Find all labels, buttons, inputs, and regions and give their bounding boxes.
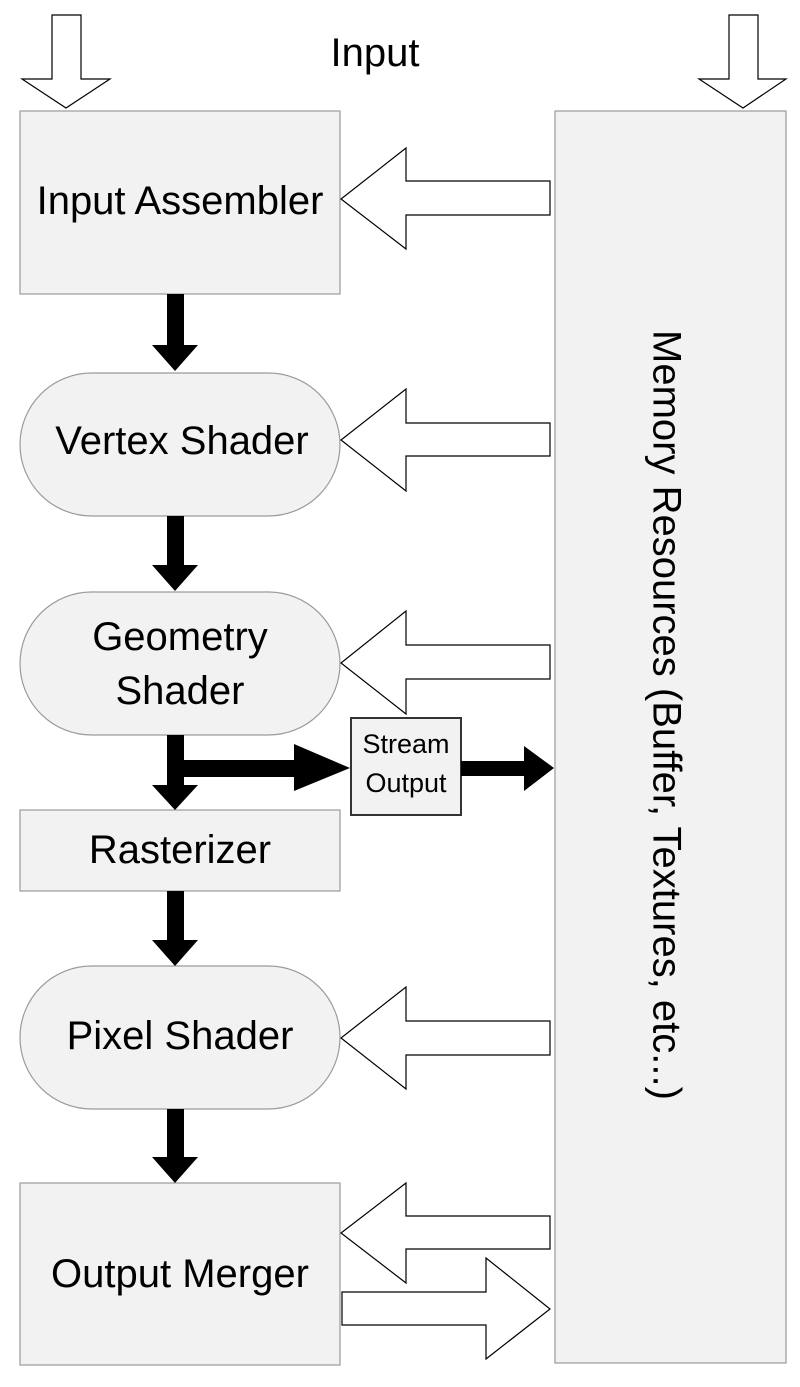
geometry-shader-box bbox=[19, 591, 341, 736]
arrow-stream-output-to-memory-icon bbox=[461, 746, 554, 791]
memory-resources-panel bbox=[554, 110, 787, 1364]
stream-output-label-line2: Output bbox=[365, 768, 447, 798]
pixel-shader-label: Pixel Shader bbox=[67, 1014, 294, 1058]
arrow-memory-to-vertex-shader-icon bbox=[340, 387, 551, 493]
input-label: Input bbox=[331, 31, 420, 75]
arrow-down-raster-to-ps-icon bbox=[152, 891, 198, 966]
output-merger-box bbox=[19, 1182, 341, 1366]
arrow-down-ps-to-om-icon bbox=[152, 1109, 198, 1183]
stream-output-box bbox=[350, 717, 462, 816]
geometry-shader-label-line2: Shader bbox=[116, 669, 245, 713]
arrow-gs-to-stream-output-icon bbox=[176, 744, 350, 791]
vertex-shader-label: Vertex Shader bbox=[55, 419, 309, 463]
input-arrow-right-icon bbox=[696, 14, 788, 109]
arrow-output-merger-to-memory-icon bbox=[341, 1256, 551, 1361]
rasterizer-box bbox=[19, 809, 341, 892]
input-arrow-left-icon bbox=[19, 14, 113, 109]
geometry-shader-label-line1: Geometry bbox=[92, 615, 268, 659]
arrow-memory-to-output-merger-icon bbox=[340, 1181, 551, 1285]
arrow-memory-to-pixel-shader-icon bbox=[340, 985, 551, 1091]
arrow-down-gs-to-raster-icon bbox=[152, 735, 198, 810]
input-assembler-box bbox=[19, 110, 341, 295]
output-merger-label: Output Merger bbox=[51, 1252, 309, 1296]
arrow-memory-to-input-assembler-icon bbox=[340, 146, 551, 251]
arrow-memory-to-geometry-shader-icon bbox=[340, 609, 551, 716]
stream-output-label-line1: Stream bbox=[362, 729, 449, 759]
memory-resources-label: Memory Resources (Buffer, Textures, etc.… bbox=[644, 330, 688, 1100]
arrow-down-ia-to-vs-icon bbox=[152, 294, 198, 371]
arrow-down-vs-to-gs-icon bbox=[152, 516, 198, 591]
input-assembler-label: Input Assembler bbox=[37, 179, 324, 223]
rasterizer-label: Rasterizer bbox=[89, 828, 271, 872]
